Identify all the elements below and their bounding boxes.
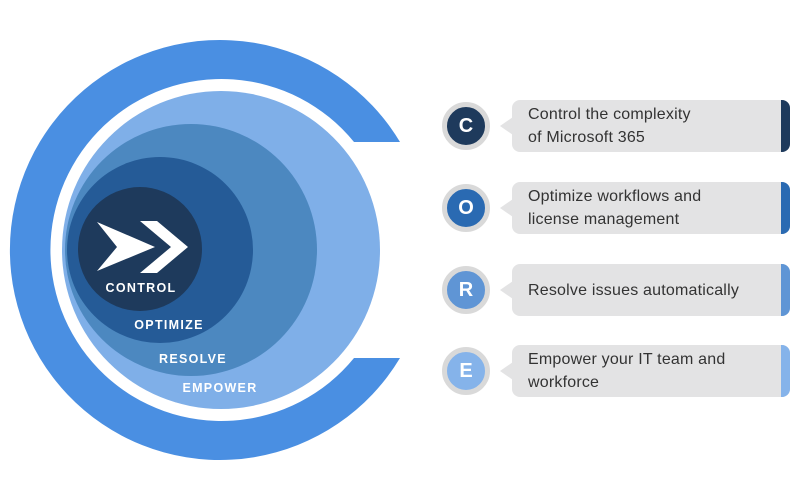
callout-bubble-resolve: Resolve issues automatically xyxy=(500,264,790,316)
callout-empower: E Empower your IT team and workforce xyxy=(442,345,800,397)
double-arrow-logo-icon xyxy=(97,221,188,273)
callout-optimize: O Optimize workflows and license managem… xyxy=(442,182,800,234)
badge-c: C xyxy=(442,102,490,150)
badge-r-letter: R xyxy=(458,279,474,301)
accent-bar xyxy=(781,264,790,316)
callout-bubble-optimize: Optimize workflows and license managemen… xyxy=(500,182,790,234)
callout-bubble-control: Control the complexity of Microsoft 365 xyxy=(500,100,790,152)
callout-text-line: of Microsoft 365 xyxy=(528,129,646,146)
badge-r: R xyxy=(442,266,490,314)
control-label: CONTROL xyxy=(106,281,177,295)
bubble-tail xyxy=(500,362,513,380)
bubble-tail xyxy=(500,199,513,217)
callout-text-line: Control the complexity xyxy=(528,106,691,123)
empower-label: EMPOWER xyxy=(182,381,257,395)
bubble-tail xyxy=(500,117,513,135)
badge-c-letter: C xyxy=(458,115,474,137)
badge-e: E xyxy=(442,347,490,395)
bubble-tail xyxy=(500,281,513,299)
nested-circles-diagram: CONTROL OPTIMIZE RESOLVE EMPOWER xyxy=(9,39,400,461)
callout-control: C Control the complexity of Microsoft 36… xyxy=(442,100,800,152)
callout-bubble-empower: Empower your IT team and workforce xyxy=(500,345,790,397)
callout-text-line: workforce xyxy=(528,374,600,391)
accent-bar xyxy=(781,100,790,152)
badge-o-letter: O xyxy=(458,197,474,219)
callout-text-line: license management xyxy=(528,211,680,228)
optimize-label: OPTIMIZE xyxy=(134,318,203,332)
badge-e-letter: E xyxy=(459,360,473,382)
badge-o: O xyxy=(442,184,490,232)
callout-text-line: Resolve issues automatically xyxy=(528,281,740,299)
callout-resolve: R Resolve issues automatically xyxy=(442,264,800,316)
resolve-label: RESOLVE xyxy=(159,352,227,366)
accent-bar xyxy=(781,345,790,397)
callout-text-line: Optimize workflows and xyxy=(528,188,702,205)
callout-text-line: Empower your IT team and xyxy=(528,351,726,368)
accent-bar xyxy=(781,182,790,234)
